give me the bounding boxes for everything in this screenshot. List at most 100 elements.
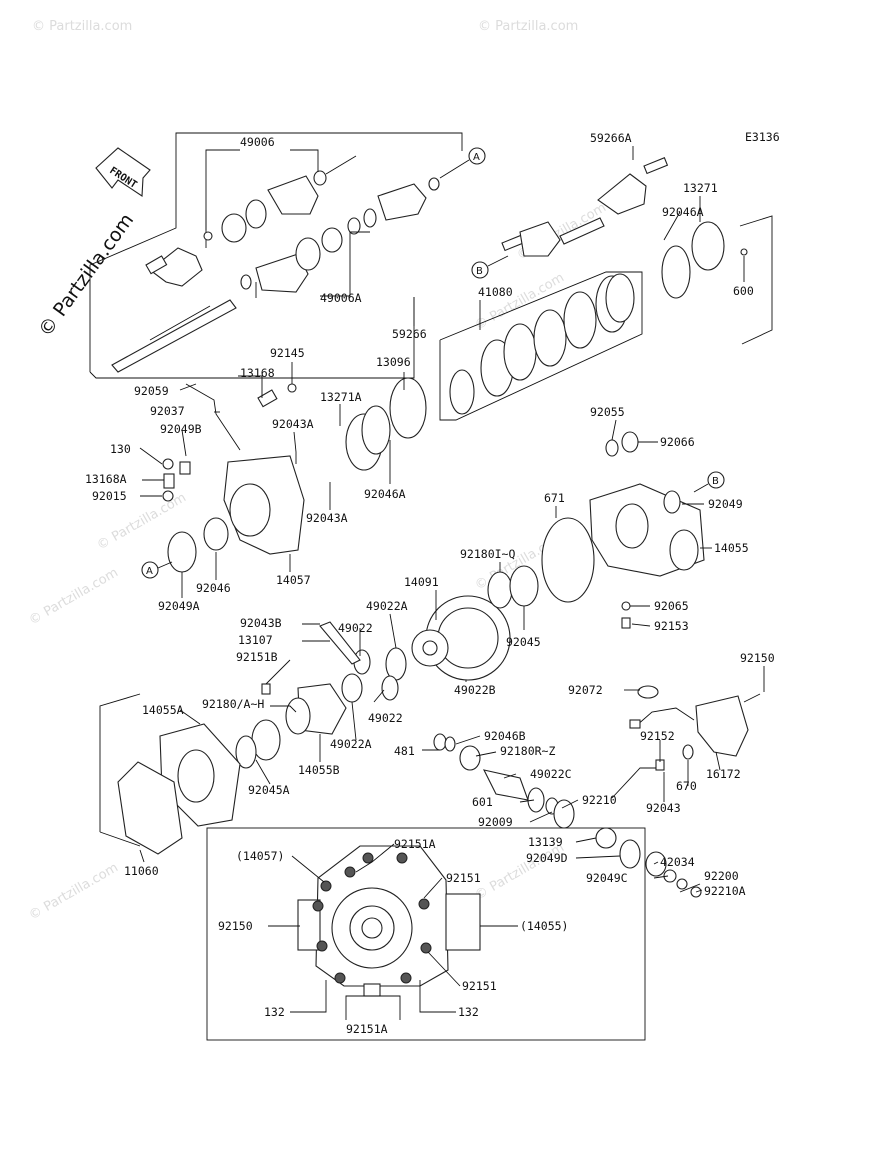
- part-label: 92043A: [306, 511, 348, 525]
- part-label: 92055: [590, 405, 625, 419]
- part-label: 92210A: [704, 884, 746, 898]
- part-label: 59266: [392, 327, 427, 341]
- part-label: 92049D: [526, 851, 568, 865]
- part-label: 92009: [478, 815, 513, 829]
- part-label: 49006: [240, 135, 275, 149]
- diagram-id: E3136: [745, 130, 780, 144]
- part-label: 14055A: [142, 703, 184, 717]
- front-drive-shaft: [111, 155, 440, 373]
- part-label: 92046A: [662, 205, 704, 219]
- rear-drive-shaft: [501, 157, 669, 257]
- part-label: (14055): [520, 919, 568, 933]
- part-label: (14057): [236, 849, 284, 863]
- part-label: 13139: [528, 835, 563, 849]
- part-label: 92049C: [586, 871, 628, 885]
- part-label: 600: [733, 284, 754, 298]
- ring-parts: [345, 221, 748, 471]
- watermark: © Partzilla.com: [473, 840, 567, 903]
- part-label: 92049B: [160, 422, 202, 436]
- part-label: 41080: [478, 285, 513, 299]
- part-label: 14055B: [298, 763, 340, 777]
- part-label: 92043B: [240, 616, 282, 630]
- rear-housing: [541, 431, 705, 629]
- part-label: 13271: [683, 181, 718, 195]
- frame-lines: [89, 132, 773, 1041]
- part-label: 670: [676, 779, 697, 793]
- part-label: 92151B: [236, 650, 278, 664]
- part-label: 16172: [706, 767, 741, 781]
- part-label: 92150: [218, 919, 253, 933]
- part-label: 92046B: [484, 729, 526, 743]
- part-label: 92037: [150, 404, 185, 418]
- part-label: 92151: [446, 871, 481, 885]
- clutch-pack: [439, 271, 643, 421]
- part-labels: 49006 59266A 13271 92046A 600 49006A 592…: [85, 131, 775, 1036]
- part-label: 49022: [338, 621, 373, 635]
- callout-b: B: [712, 476, 719, 487]
- partzilla-brand: © Partzilla.com: [34, 209, 138, 341]
- callout-markers: A B B A: [141, 147, 725, 579]
- part-label: 49022A: [366, 599, 408, 613]
- part-label: 92151A: [394, 837, 436, 851]
- part-label: 13168: [240, 366, 275, 380]
- part-label: 92072: [568, 683, 603, 697]
- part-label: 92180I~Q: [460, 547, 515, 561]
- part-label: 49006A: [320, 291, 362, 305]
- part-label: 13096: [376, 355, 411, 369]
- part-label: 92180R~Z: [500, 744, 555, 758]
- part-label: 13168A: [85, 472, 127, 486]
- front-arrow-icon: FRONT: [95, 147, 151, 197]
- part-label: 11060: [124, 864, 159, 878]
- leader-lines: [139, 146, 765, 1020]
- inset-assembly: [297, 845, 481, 997]
- part-label: 92210: [582, 793, 617, 807]
- watermark: © Partzilla.com: [32, 19, 132, 34]
- callout-a: A: [473, 152, 480, 163]
- part-label: 13107: [238, 633, 273, 647]
- part-label: 92043A: [272, 417, 314, 431]
- part-label: 92049: [708, 497, 743, 511]
- part-label: 92059: [134, 384, 169, 398]
- part-label: 92153: [654, 619, 689, 633]
- actuator: [611, 685, 761, 799]
- callout-a: A: [146, 566, 153, 577]
- part-label: 92049A: [158, 599, 200, 613]
- part-label: 92200: [704, 869, 739, 883]
- housing-cover: [117, 723, 241, 855]
- part-label: 92045A: [248, 783, 290, 797]
- part-label: 92151A: [346, 1022, 388, 1036]
- part-label: 92145: [270, 346, 305, 360]
- watermark: © Partzilla.com: [478, 19, 578, 34]
- part-label: 92150: [740, 651, 775, 665]
- part-label: 92045: [506, 635, 541, 649]
- part-label: 92152: [640, 729, 675, 743]
- part-label: 92043: [646, 801, 681, 815]
- pinion-parts: [433, 733, 702, 898]
- part-label: 92046A: [364, 487, 406, 501]
- front-housing: [162, 383, 331, 573]
- part-label: 92015: [92, 489, 127, 503]
- part-label: 49022A: [330, 737, 372, 751]
- part-label: 92180/A~H: [202, 697, 264, 711]
- part-label: 49022C: [530, 767, 572, 781]
- part-label: 14091: [404, 575, 439, 589]
- part-label: 14057: [276, 573, 311, 587]
- part-label: 92066: [660, 435, 695, 449]
- part-label: 49022B: [454, 683, 496, 697]
- watermark: © Partzilla.com: [27, 860, 121, 923]
- part-label: 92151: [462, 979, 497, 993]
- part-label: 601: [472, 795, 493, 809]
- part-label: 49022: [368, 711, 403, 725]
- part-label: 59266A: [590, 131, 632, 145]
- part-label: 92065: [654, 599, 689, 613]
- part-label: 671: [544, 491, 565, 505]
- watermark: © Partzilla.com: [27, 565, 121, 628]
- part-label: 13271A: [320, 390, 362, 404]
- part-label: 130: [110, 442, 131, 456]
- part-label: 132: [458, 1005, 479, 1019]
- part-label: 14055: [714, 541, 749, 555]
- callout-b: B: [476, 266, 483, 277]
- part-label: 42034: [660, 855, 695, 869]
- part-label: 92046: [196, 581, 231, 595]
